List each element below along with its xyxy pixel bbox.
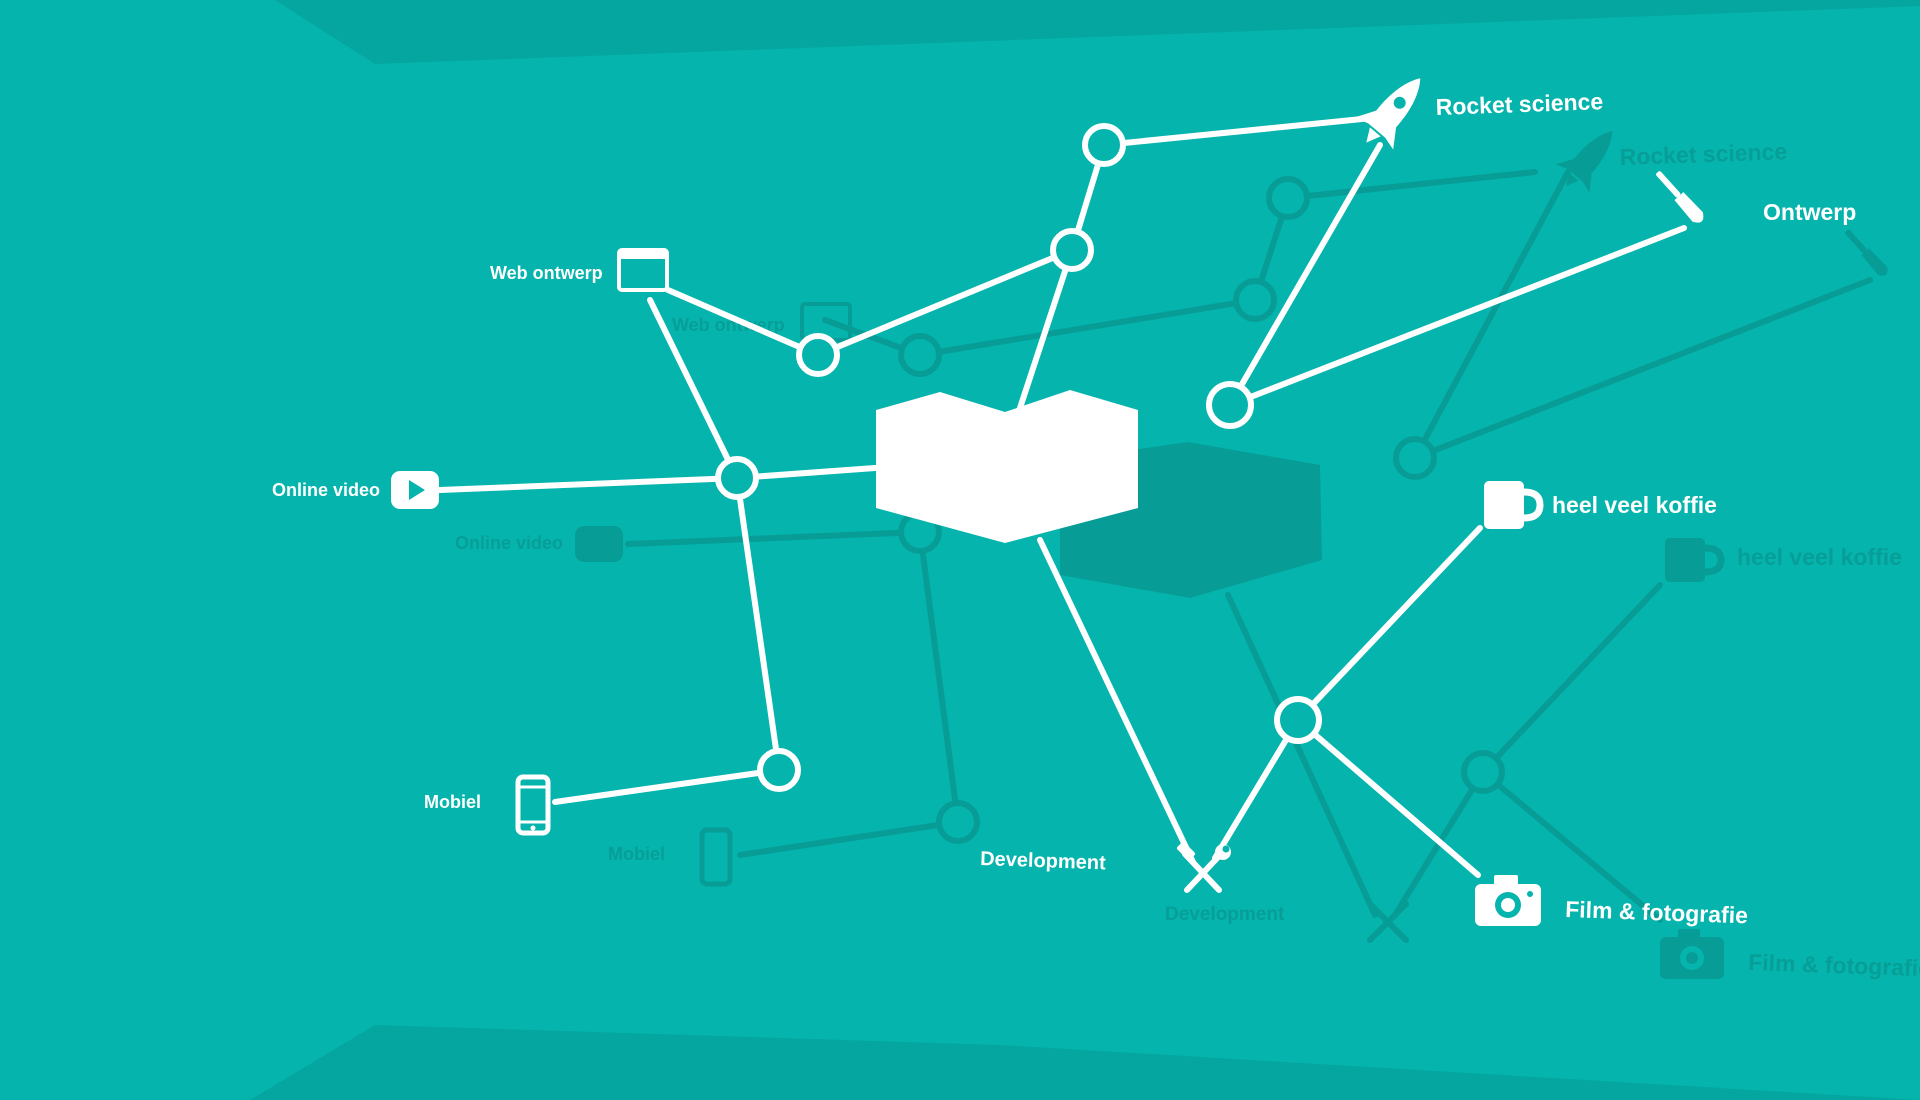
edges <box>437 115 1687 878</box>
label-film-fotografie: Film & fotografie <box>1565 896 1749 928</box>
label-heel-veel-koffie: heel veel koffie <box>1552 492 1717 518</box>
shadow-play-button-icon <box>575 526 623 562</box>
junction-node <box>715 456 759 500</box>
paintbrush-icon <box>1656 171 1704 223</box>
shadow-label-video: Online video <box>455 533 563 553</box>
bottom-band <box>250 1025 1920 1100</box>
junction-node <box>1206 381 1254 429</box>
junction-node <box>1050 228 1094 272</box>
shadow-label-dev: Development <box>1165 904 1285 925</box>
browser-window-icon <box>617 248 669 292</box>
label-web-ontwerp: Web ontwerp <box>490 263 603 283</box>
rocket-icon <box>1354 78 1421 150</box>
label-development: Development <box>980 848 1107 874</box>
shadow-coffee-mug-icon <box>1665 538 1725 582</box>
label-rocket-science: Rocket science <box>1435 88 1603 120</box>
top-band <box>275 0 1920 64</box>
junction-node <box>1274 696 1322 744</box>
shadow-paintbrush-icon <box>1845 229 1888 276</box>
shadow-label-rocket: Rocket science <box>1619 138 1787 170</box>
shadow-rocket-icon <box>1555 130 1613 193</box>
label-mobiel: Mobiel <box>424 792 481 812</box>
shadow-smartphone-icon <box>699 827 733 887</box>
junction-node <box>1082 123 1126 167</box>
camera-icon <box>1475 875 1541 926</box>
junction-nodes <box>715 123 1322 792</box>
smartphone-icon <box>515 774 551 836</box>
shadow-hammer-wrench-icon <box>1367 901 1409 943</box>
label-ontwerp: Ontwerp <box>1763 199 1856 225</box>
shadow-camera-icon <box>1660 929 1724 979</box>
logo-shape <box>876 390 1138 543</box>
shadow-label-film: Film & fotografie <box>1748 949 1920 981</box>
play-button-icon <box>391 471 439 509</box>
label-online-video: Online video <box>272 480 380 500</box>
junction-node <box>757 748 801 792</box>
shadow-label-coffee: heel veel koffie <box>1737 544 1902 570</box>
junction-node <box>796 333 840 377</box>
hammer-wrench-icon <box>1176 841 1231 893</box>
shadow-label-mobile: Mobiel <box>608 844 665 864</box>
coffee-mug-icon <box>1484 481 1544 529</box>
